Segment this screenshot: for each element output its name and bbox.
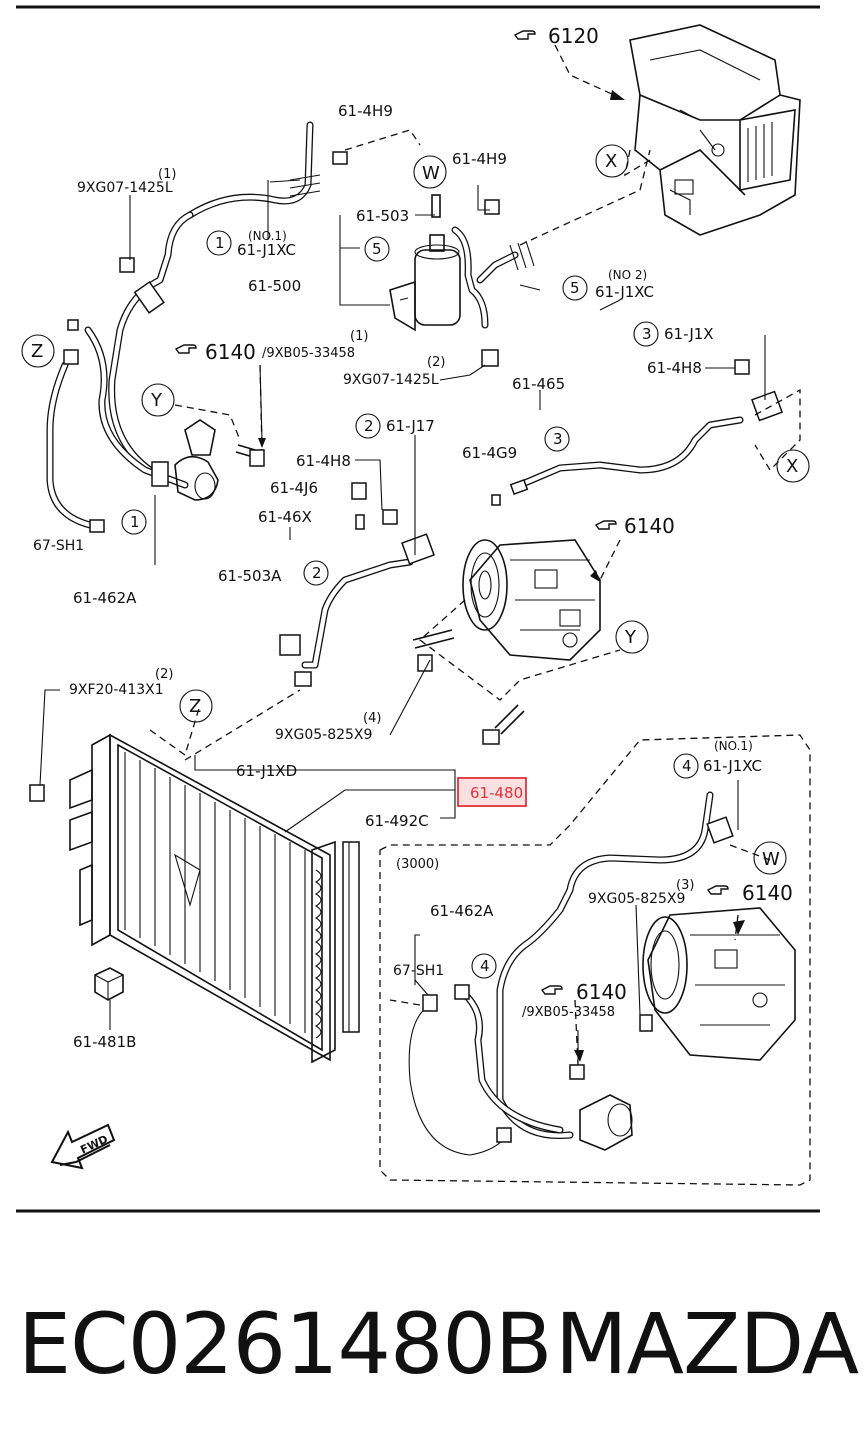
label-61-4J6: 61-4J6	[270, 479, 318, 497]
label-9XB05-33458: /9XB05-33458	[522, 1005, 615, 1020]
label-index: (1)	[158, 167, 176, 182]
marker-3: 3	[553, 430, 563, 448]
hand-icon	[175, 344, 197, 354]
marker-Z: Z	[189, 696, 201, 717]
label-61-J1XC: 61-J1XC	[595, 283, 654, 301]
hose-lines	[46, 121, 744, 1156]
marker-2: 2	[364, 417, 374, 435]
marker-5: 5	[372, 240, 382, 258]
label-6140: 6140	[624, 514, 675, 538]
label-index: (1)	[350, 329, 368, 344]
label-6140: 6140	[576, 980, 627, 1004]
footer: EC0261480B MAZDA	[0, 1295, 864, 1405]
label-no1: (NO.1)	[248, 229, 287, 243]
condenser	[69, 733, 360, 1064]
marker-5: 5	[570, 279, 580, 297]
label-6140: 6140	[205, 340, 256, 364]
label-index: (4)	[363, 711, 381, 726]
arrows	[258, 90, 745, 1062]
compressor-3000	[642, 907, 796, 1061]
label-61-J17: 61-J17	[386, 417, 435, 435]
marker-W: W	[422, 163, 440, 184]
marker-X: X	[786, 456, 798, 477]
label-61-4H9: 61-4H9	[338, 102, 393, 120]
label-61-4H8: 61-4H8	[296, 452, 351, 470]
label-67-SH1: 67-SH1	[393, 963, 444, 979]
label-61-J1XC: 61-J1XC	[703, 757, 762, 775]
hand-icon	[707, 885, 729, 895]
label-61-4G9: 61-4G9	[462, 444, 517, 462]
label-no1: (NO.1)	[714, 739, 753, 753]
labels: 6120 61-4H9 61-4H9 W (1) 9XG07-1425L 61-…	[31, 24, 798, 1157]
circle-markers	[21, 144, 810, 979]
label-61-J1XC: 61-J1XC	[237, 241, 296, 259]
marker-1: 1	[215, 234, 225, 252]
label-3000: (3000)	[396, 857, 439, 872]
label-61-462A: 61-462A	[73, 589, 137, 607]
label-61-4H9: 61-4H9	[452, 150, 507, 168]
label-61-492C: 61-492C	[365, 812, 429, 830]
label-index: (3)	[676, 878, 694, 893]
label-9XB05-33458: /9XB05-33458	[262, 346, 355, 361]
bracket-61-481B	[94, 967, 124, 1001]
label-67-SH1: 67-SH1	[33, 538, 84, 554]
marker-Y: Y	[150, 390, 163, 411]
label-61-462A: 61-462A	[430, 902, 494, 920]
hand-icon	[514, 30, 536, 40]
compressor	[462, 539, 601, 661]
hand-icon	[541, 985, 563, 995]
marker-1: 1	[130, 513, 140, 531]
hand-icon	[595, 520, 617, 530]
receiver-drier	[389, 194, 461, 332]
marker-Z: Z	[31, 341, 43, 362]
marker-W: W	[762, 849, 780, 870]
label-61-481B: 61-481B	[73, 1033, 136, 1051]
marker-2: 2	[312, 564, 322, 582]
label-61-J1XD: 61-J1XD	[236, 762, 297, 780]
highlight-box	[457, 777, 527, 807]
label-61-465: 61-465	[512, 375, 565, 393]
fwd-arrow-icon	[50, 1123, 116, 1170]
label-index: (2)	[155, 667, 173, 682]
label-9XG07-1425L: 9XG07-1425L	[343, 372, 439, 388]
label-61-503: 61-503	[356, 207, 409, 225]
label-9XG07-1425L: 9XG07-1425L	[77, 180, 173, 196]
label-no2: (NO 2)	[608, 268, 647, 282]
label-6140: 6140	[742, 881, 793, 905]
brand-name: MAZDA	[555, 1295, 859, 1393]
part-number: EC0261480B	[18, 1295, 552, 1393]
label-6120: 6120	[548, 24, 599, 48]
label-61-500: 61-500	[248, 277, 301, 295]
label-9XG05-825X9: 9XG05-825X9	[588, 891, 685, 907]
fittings	[29, 151, 783, 1151]
marker-4: 4	[480, 957, 490, 975]
marker-3: 3	[642, 325, 652, 343]
label-61-J1X: 61-J1X	[664, 325, 714, 343]
label-9XG05-825X9: 9XG05-825X9	[275, 727, 372, 743]
evaporator-unit	[629, 24, 801, 236]
leader-lines	[39, 44, 811, 1186]
label-index: (2)	[427, 355, 445, 370]
label-61-4H8: 61-4H8	[647, 359, 702, 377]
marker-Y: Y	[624, 627, 637, 648]
label-61-480: 61-480	[470, 784, 523, 802]
label-61-503A: 61-503A	[218, 567, 282, 585]
label-9XF20-413X1: 9XF20-413X1	[69, 682, 164, 698]
marker-4: 4	[682, 757, 692, 775]
marker-X: X	[605, 151, 617, 172]
label-61-46X: 61-46X	[258, 508, 312, 526]
